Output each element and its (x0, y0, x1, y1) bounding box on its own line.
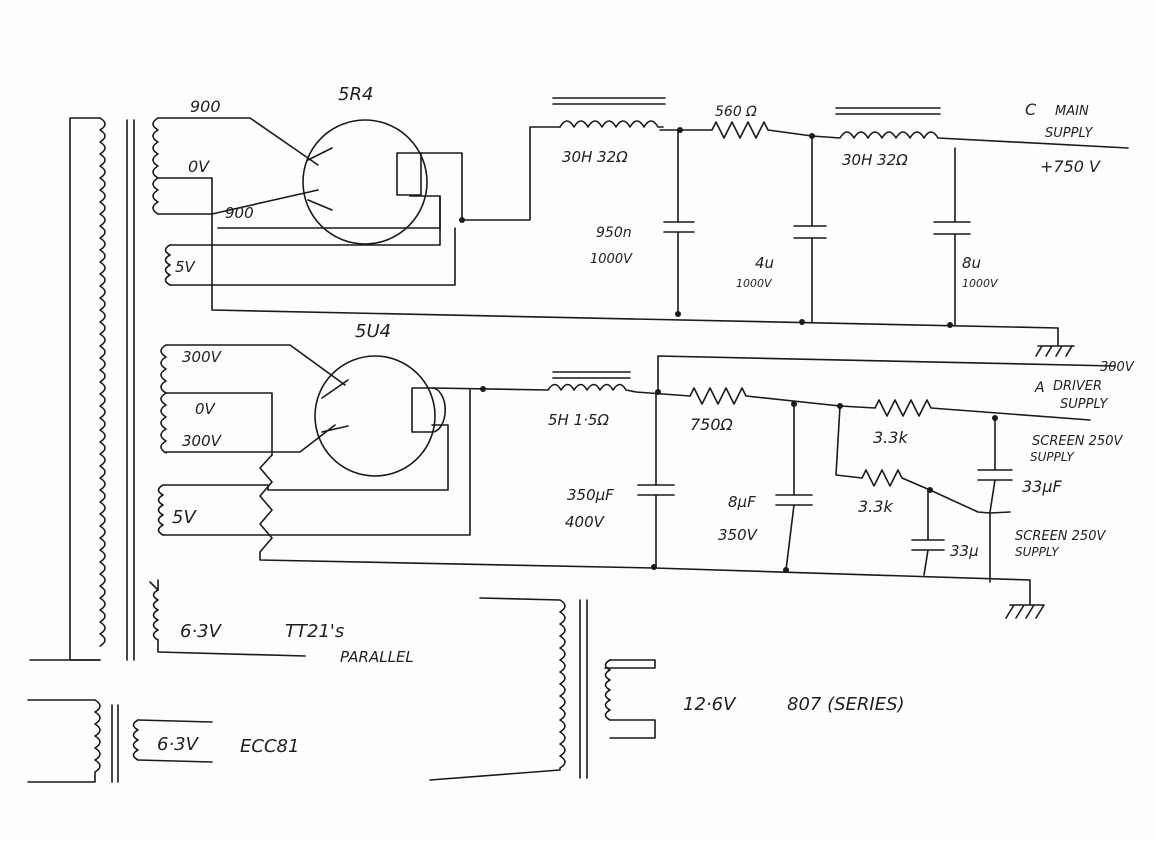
label-driver: DRIVER (1053, 379, 1102, 394)
choke-30h-second (811, 107, 1129, 149)
label-cap3-value: 8u (962, 254, 981, 272)
secondary-transformer (27, 597, 588, 783)
label-lv-cap1-voltage: 400V (565, 513, 606, 531)
label-heater-tt21-voltage: 6·3V (180, 621, 223, 642)
heater-807-winding (604, 659, 656, 739)
driver-supply-line (657, 355, 1116, 393)
label-lv-cap1-value: 350µF (567, 486, 614, 504)
lv-secondary-winding (160, 344, 346, 456)
label-lv-cap3-value: 33µF (1022, 477, 1063, 496)
label-choke-5h: 5H 1·5Ω (548, 411, 609, 429)
label-hv-winding-top: 900 (190, 97, 221, 116)
heater-winding-5u4 (157, 389, 471, 536)
label-hv-heater: 5V (175, 258, 197, 276)
label-lv-winding-ct: 0V (195, 400, 217, 418)
heater-tt21-winding (149, 579, 306, 657)
resistor-750 (689, 387, 841, 407)
choke-30h-first (552, 97, 666, 128)
label-rectifier-5r4: 5R4 (338, 84, 373, 105)
label-screen2-supply: SUPPLY (1015, 545, 1060, 559)
resistor-560 (659, 121, 813, 139)
label-cap2-value: 4u (755, 254, 774, 272)
heater-winding-5r4 (164, 195, 441, 286)
label-heater-parallel: PARALLEL (340, 648, 414, 666)
label-heater-ecc81-voltage: 6·3V (157, 734, 200, 755)
label-hv-winding-bottom: 900 (225, 204, 254, 222)
label-rectifier-5u4: 5U4 (355, 321, 391, 342)
label-lv-cap2-value: 8µF (728, 493, 756, 511)
label-lv-cap2-voltage: 350V (718, 526, 759, 544)
label-resistor-560: 560 Ω (715, 104, 757, 120)
transformer-core (126, 119, 135, 661)
label-lv-winding-top: 300V (182, 348, 223, 366)
hv-capacitors (663, 127, 971, 328)
label-heater-807: 807 (SERIES) (787, 694, 905, 715)
label-heater-tt21: TT21's (285, 621, 344, 642)
label-lv-heater: 5V (172, 507, 197, 528)
rectifier-tube-5u4 (314, 355, 446, 477)
resistor-3k3-upper (839, 399, 1091, 421)
label-screen1: SCREEN 250V (1032, 434, 1123, 449)
hv-wiring (211, 126, 1059, 329)
lv-wiring (259, 386, 1031, 581)
label-main: MAIN (1055, 104, 1089, 119)
label-output-c: C (1025, 100, 1037, 119)
label-hv-winding-ct: 0V (188, 157, 210, 176)
choke-5h (547, 371, 691, 397)
label-main-supply: SUPPLY (1045, 126, 1093, 141)
label-cap1-value: 950n (596, 225, 632, 241)
label-resistor-3k3-lower: 3.3k (858, 497, 893, 516)
label-heater-ecc81: ECC81 (240, 736, 299, 757)
label-cap3-voltage: 1000V (962, 277, 999, 290)
label-lv-cap4-value: 33µ (950, 542, 979, 560)
label-resistor-750: 750Ω (690, 415, 734, 434)
mains-transformer-primary (29, 117, 106, 661)
hv-secondary-winding (152, 117, 319, 229)
label-driver-a: A (1034, 380, 1045, 396)
label-cap2-voltage: 1000V (736, 277, 773, 290)
label-lv-winding-bottom: 300V (182, 432, 223, 450)
label-cap1-voltage: 1000V (590, 252, 633, 267)
label-resistor-3k3-upper: 3.3k (873, 428, 908, 447)
label-screen2: SCREEN 250V (1015, 529, 1106, 544)
ground-hv (1035, 327, 1075, 357)
label-driver-voltage: 300V (1100, 360, 1135, 375)
label-main-voltage: +750 V (1040, 157, 1101, 176)
label-heater-807-voltage: 12·6V (683, 694, 737, 715)
label-choke1: 30H 32Ω (562, 148, 628, 166)
label-choke2: 30H 32Ω (842, 151, 908, 169)
resistor-3k3-lower (835, 405, 1011, 514)
rectifier-tube-5r4 (302, 119, 428, 245)
ground-lv (1005, 579, 1045, 619)
label-screen1-supply: SUPPLY (1030, 450, 1075, 464)
lv-capacitors (637, 389, 1013, 583)
label-driver-supply: SUPPLY (1060, 397, 1108, 412)
